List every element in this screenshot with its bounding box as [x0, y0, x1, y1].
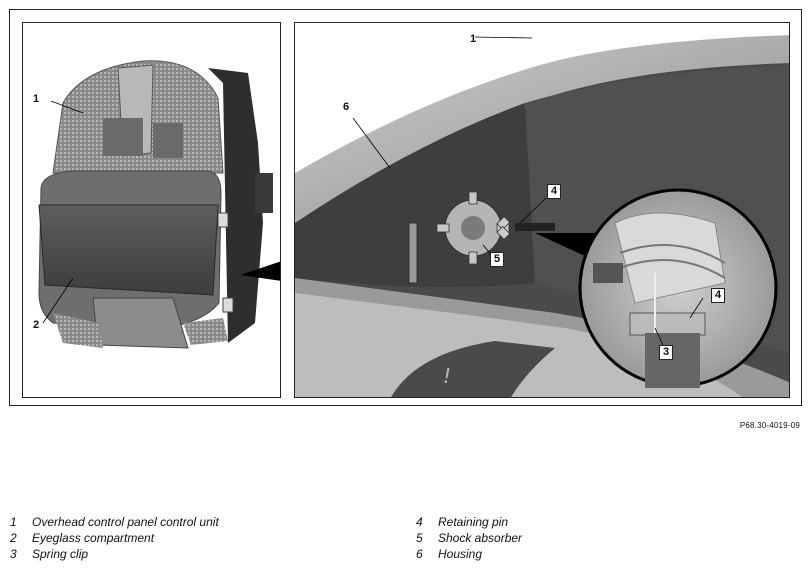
legend-number: 2: [10, 531, 17, 545]
legend-left: 1 Overhead control panel control unit 2 Ey…: [10, 514, 219, 562]
legend-number: 6: [416, 547, 423, 561]
left-illustration-panel: 1 2: [22, 22, 281, 398]
shock-absorber-detail-illustration: !: [295, 23, 789, 397]
legend-item: 1 Overhead control panel control unit: [10, 514, 219, 530]
callout-2: 2: [33, 319, 40, 331]
legend-item: 6 Housing: [416, 546, 522, 562]
svg-text:!: !: [443, 364, 451, 388]
right-detail-panel: !: [294, 22, 790, 398]
callout-1: 1: [470, 33, 477, 45]
callout-4: 4: [547, 184, 562, 199]
legend-number: 3: [10, 547, 17, 561]
callout-5: 5: [490, 252, 505, 267]
callout-6: 6: [343, 101, 350, 113]
legend-number: 5: [416, 531, 423, 545]
legend-text: Shock absorber: [438, 531, 523, 545]
callout-3: 3: [659, 345, 674, 360]
legend-text: Spring clip: [32, 547, 89, 561]
legend-right: 4 Retaining pin 5 Shock absorber 6 Housing: [416, 514, 522, 562]
callout-4-magnified: 4: [711, 288, 726, 303]
overhead-control-unit-illustration: [38, 60, 280, 349]
legend-text: Overhead control panel control unit: [32, 515, 219, 529]
legend-item: 3 Spring clip: [10, 546, 219, 562]
legend-item: 5 Shock absorber: [416, 530, 522, 546]
legend-number: 4: [416, 515, 423, 529]
legend-number: 1: [10, 515, 17, 529]
legend-item: 4 Retaining pin: [416, 514, 522, 530]
callout-1: 1: [33, 93, 40, 105]
figure-reference-code: P68.30-4019-09: [739, 421, 800, 430]
legend-text: Housing: [438, 547, 483, 561]
legend-text: Eyeglass compartment: [32, 531, 155, 545]
legend-item: 2 Eyeglass compartment: [10, 530, 219, 546]
legend-text: Retaining pin: [438, 515, 509, 529]
